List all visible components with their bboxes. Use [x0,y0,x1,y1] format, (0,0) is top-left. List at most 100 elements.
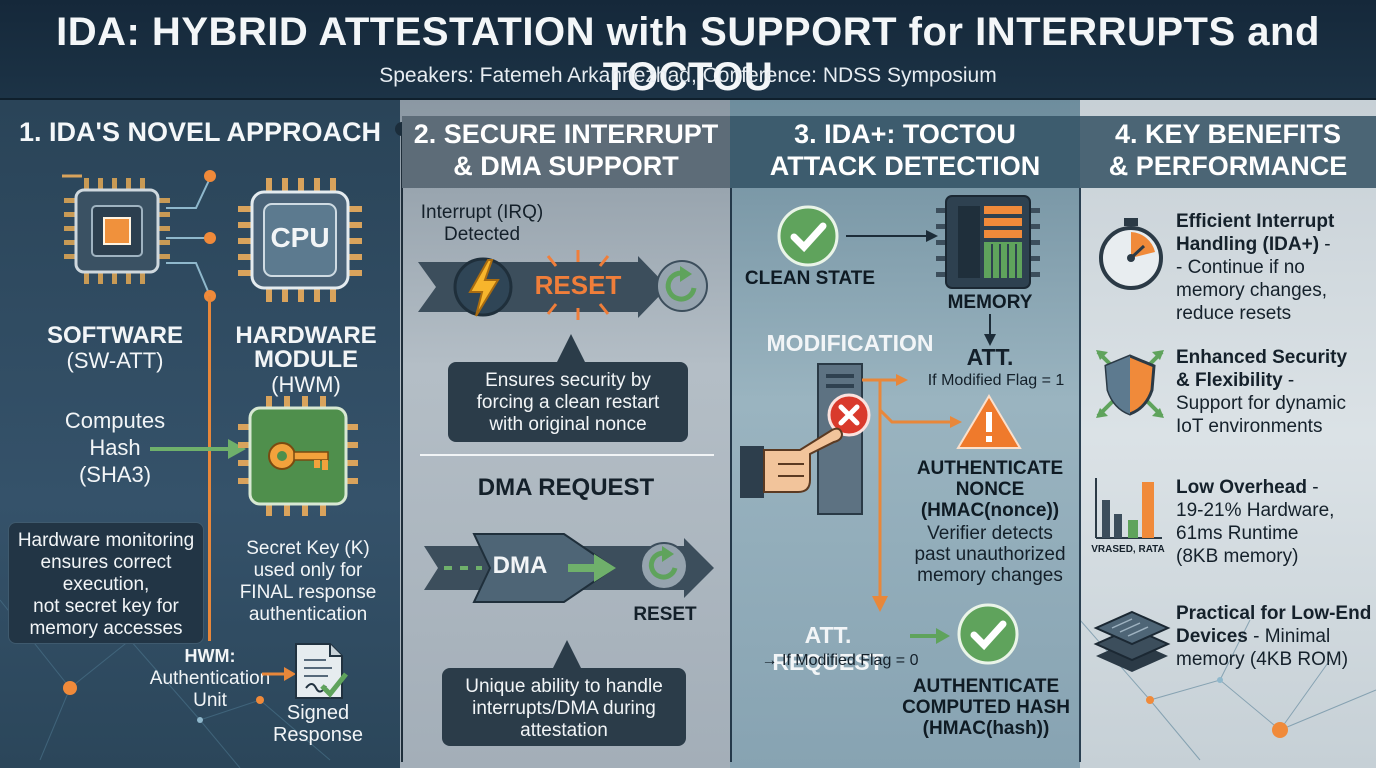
b3-text-2: 61ms Runtime [1176,523,1299,544]
computes-line2: Hash [89,435,141,460]
panel4-heading-line1: 4. KEY BENEFITS [1114,119,1342,149]
verifier-line1: Verifier detects [927,523,1053,544]
att-request-arrow [910,628,950,644]
b1-text-3: reduce resets [1176,303,1292,324]
memory-to-att-arrow [984,314,996,346]
secret-line3: FINAL response [239,582,377,603]
shield-icon [1096,350,1164,418]
x-circle-icon [827,393,871,437]
monitor-line4: not secret key for [33,596,179,617]
auth-hash-line1: AUTHENTICATE [912,676,1060,697]
cpu-chip-icon [238,178,362,302]
toctou-flow-lines [862,374,962,612]
monitor-line3: execution, [62,574,150,595]
auth-hash-line3: (HMAC(hash)) [922,718,1050,739]
stopwatch-icon [1099,218,1163,290]
page-title: IDA: HYBRID ATTESTATION with SUPPORT for… [56,10,1320,99]
monitor-callout [8,522,204,644]
cpu-label: CPU [270,222,330,253]
flow-line-vertical [208,296,211,641]
reset-burst-icon [546,250,610,320]
callout-box-2 [442,668,686,746]
modification-label: MODIFICATION [766,330,934,356]
signed-document-icon [295,643,348,699]
clean-state-label: CLEAN STATE [744,268,876,289]
reset-label: RESET [534,270,622,300]
panel4-heading: 4. KEY BENEFITS & PERFORMANCE [1080,116,1376,188]
panel2-heading: 2. SECURE INTERRUPT & DMA SUPPORT [402,116,730,188]
verifier-line3: memory changes [917,565,1063,586]
panel2-divider [420,454,714,456]
b2-title-1: Enhanced Security [1176,347,1348,368]
callout2-line3: attestation [520,720,608,741]
key-chip-icon [238,396,358,516]
signed-line1: Signed [286,702,350,724]
auth-nonce-line1: AUTHENTICATE [916,458,1064,479]
panel4-heading-line2: & PERFORMANCE [1108,151,1348,181]
signed-line2: Response [272,724,364,746]
if-flag-1-label: If Modified Flag = 1 [927,372,1065,389]
callout-pointer-1 [556,334,586,364]
monitor-line2: ensures correct [40,552,172,573]
if-flag-0-label: → If Modified Flag = 0 [761,652,919,669]
b1-text-1: - Continue if no [1176,257,1305,278]
callout1-line1: Ensures security by [485,370,651,391]
b4-text-1: - Minimal [1247,626,1331,647]
att-label: ATT. [966,344,1014,370]
software-chip-icon [62,174,170,284]
monitor-line5: memory accesses [29,618,183,639]
b1-title-2: Handling (IDA+) [1176,234,1320,255]
benefit-2: Enhanced Security & Flexibility - Suppor… [1176,346,1347,438]
hardware-sub: (HWM) [271,372,341,397]
memory-chip-icon [936,195,1040,289]
b1-dash: - [1319,234,1331,255]
divider-2 [724,122,738,762]
secret-line2: used only for [253,560,363,581]
b3-text-3: (8KB memory) [1176,546,1299,567]
b4-title-1: Practical for Low-End [1176,603,1372,624]
green-arrow-icon [150,439,246,459]
monitor-line1: Hardware monitoring [17,530,195,551]
hardware-title-1: HARDWARE [235,322,377,349]
irq-line1: Interrupt (IRQ) [420,202,544,223]
callout-box-1 [448,362,688,442]
callout-pointer-2 [552,640,582,670]
b3-text-1: 19-21% Hardware, [1176,500,1335,521]
benefit-4: Practical for Low-End Devices - Minimal … [1176,602,1371,671]
divider-3 [1073,122,1087,762]
b2-title-2: & Flexibility [1176,370,1283,391]
dma-reset-label: RESET [633,604,697,625]
b2-dash: - [1282,370,1295,391]
panel1-heading: 1. IDA'S NOVEL APPROACH [19,117,381,147]
auth-hash-line2: COMPUTED HASH [902,697,1070,718]
auth-nonce-line3: (HMAC(nonce)) [920,500,1060,521]
b4-text-2: memory (4KB ROM) [1176,649,1349,670]
hwm-auth-line1: HWM: [184,646,236,666]
panel3-heading-line2: ATTACK DETECTION [769,151,1041,181]
secret-line4: authentication [248,604,368,625]
att-request-label: ATT. REQUEST [772,622,884,675]
verifier-line2: past unauthorized [914,544,1066,565]
clean-to-memory-arrow [846,230,938,242]
dma-request-label: DMA REQUEST [477,474,655,501]
bar-chart-icon [1095,478,1162,539]
callout2-line2: interrupts/DMA during [472,698,656,719]
irq-line2: Detected [443,224,521,245]
page-subtitle: Speakers: Fatemeh Arkannezhad, Conferenc… [379,64,997,87]
orange-arrow-icon [262,667,296,681]
auth-hash-check-icon [957,603,1019,665]
computes-line3: (SHA3) [78,462,152,487]
stacked-chip-icon [1093,610,1171,672]
b1-title-1: Efficient Interrupt [1176,211,1335,232]
dma-refresh-icon [640,542,688,590]
callout1-line2: forcing a clean restart [476,392,660,413]
panel2-heading-line1: 2. SECURE INTERRUPT [413,119,719,149]
b3-dash: - [1306,477,1319,498]
panel3-heading-line1: 3. IDA+: TOCTOU [794,119,1016,149]
hand-pointer-icon [740,427,844,498]
b2-text-2: IoT environments [1176,416,1323,437]
bar-chart-label: VRASED, RATA [1091,544,1165,555]
refresh-icon [656,260,708,312]
software-sub: (SW-ATT) [66,348,164,373]
callout2-line1: Unique ability to handle [465,676,663,697]
